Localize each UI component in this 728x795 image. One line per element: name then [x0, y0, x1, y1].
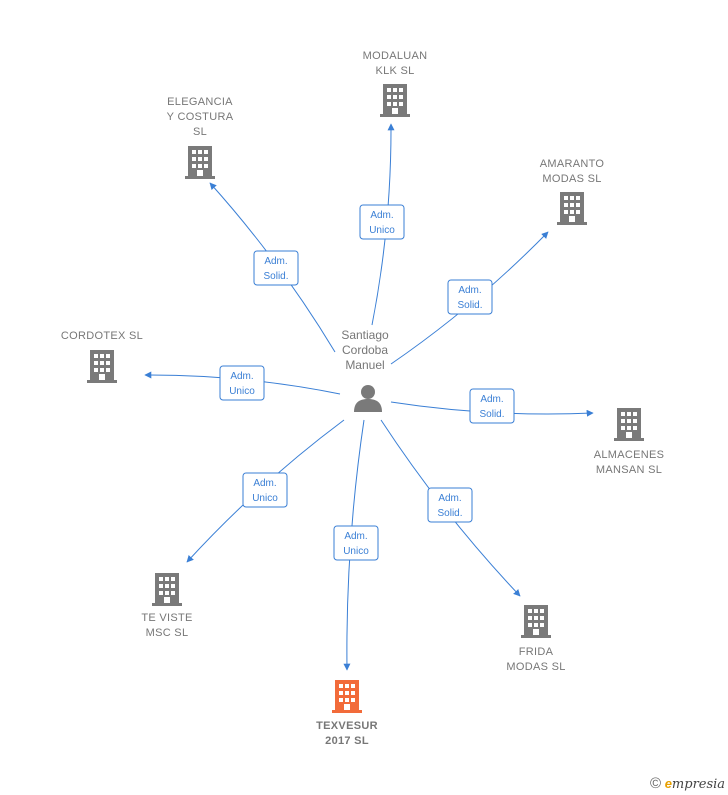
company-label: ALMACENES — [594, 449, 665, 461]
relation-badge-box — [333, 525, 379, 561]
company-node-almacenes[interactable]: ALMACENES MANSAN SL — [594, 408, 665, 476]
company-label: MODALUAN — [363, 50, 428, 62]
relation-badge-box — [242, 472, 288, 508]
company-node-texvesur[interactable]: TEXVESUR 2017 SL — [316, 680, 378, 747]
relation-badge-amaranto[interactable]: Adm. Solid. — [447, 279, 493, 315]
relation-badge-almacenes[interactable]: Adm. Solid. — [469, 388, 515, 424]
relation-badge-cordotex[interactable]: Adm. Unico — [219, 365, 265, 401]
brand-logo-text: mpresia — [671, 777, 726, 792]
relation-text: Adm. — [480, 394, 503, 405]
relation-badge-box — [447, 279, 493, 315]
company-label: MSC SL — [146, 627, 189, 639]
relation-badge-elegancia[interactable]: Adm. Solid. — [253, 250, 299, 286]
company-label: MODAS SL — [542, 173, 601, 185]
relation-badge-frida[interactable]: Adm. Solid. — [427, 487, 473, 523]
company-label: SL — [193, 126, 207, 138]
company-label: ELEGANCIA — [167, 96, 233, 108]
nodes-layer: MODALUAN KLK SL ELEGANCIA Y COSTURA SL AMARAN… — [61, 50, 664, 747]
copyright-symbol: © — [650, 775, 662, 792]
relation-text: Solid. — [457, 300, 482, 311]
company-label: TE VISTE — [141, 612, 192, 624]
company-label: TEXVESUR — [316, 720, 378, 732]
relation-badge-box — [427, 487, 473, 523]
relation-text: Adm. — [370, 210, 393, 221]
edges-layer: Adm.UnicoAdm.Solid.Adm.Solid.Adm.UnicoAd… — [144, 123, 594, 671]
person-label: Cordoba — [342, 343, 388, 357]
building-icon — [614, 408, 644, 441]
company-label: 2017 SL — [325, 735, 369, 747]
company-label: CORDOTEX SL — [61, 330, 143, 342]
relation-badge-modaluan[interactable]: Adm. Unico — [359, 204, 405, 240]
relation-text: Solid. — [263, 271, 288, 282]
relation-text: Unico — [369, 225, 395, 236]
company-node-amaranto[interactable]: AMARANTO MODAS SL — [540, 158, 605, 225]
building-icon — [152, 573, 182, 606]
company-node-teviste[interactable]: TE VISTE MSC SL — [141, 573, 192, 639]
person-label: Santiago — [341, 328, 389, 342]
relation-badge-box — [359, 204, 405, 240]
building-icon — [380, 84, 410, 117]
relation-text: Unico — [343, 546, 369, 557]
relation-text: Adm. — [264, 256, 287, 267]
relation-text: Adm. — [230, 371, 253, 382]
relation-text: Adm. — [344, 531, 367, 542]
building-icon — [332, 680, 362, 713]
building-icon — [521, 605, 551, 638]
relation-text: Adm. — [253, 478, 276, 489]
company-label: MANSAN SL — [596, 464, 662, 476]
brand-logo-e: e — [664, 776, 672, 791]
building-icon — [185, 146, 215, 179]
company-label: KLK SL — [375, 65, 414, 77]
brand-watermark: © empresia — [650, 775, 725, 792]
relation-badge-box — [253, 250, 299, 286]
company-label: FRIDA — [519, 646, 554, 658]
person-label: Manuel — [345, 358, 384, 372]
relation-text: Adm. — [438, 493, 461, 504]
relation-text: Solid. — [479, 409, 504, 420]
relation-text: Adm. — [458, 285, 481, 296]
relation-badge-texvesur[interactable]: Adm. Unico — [333, 525, 379, 561]
relation-text: Unico — [252, 493, 278, 504]
company-node-cordotex[interactable]: CORDOTEX SL — [61, 330, 143, 383]
relation-text: Unico — [229, 386, 255, 397]
company-label: Y COSTURA — [167, 111, 234, 123]
relation-text: Solid. — [437, 508, 462, 519]
company-label: AMARANTO — [540, 158, 605, 170]
company-node-elegancia[interactable]: ELEGANCIA Y COSTURA SL — [167, 96, 234, 179]
building-icon — [87, 350, 117, 383]
relation-badge-teviste[interactable]: Adm. Unico — [242, 472, 288, 508]
person-icon — [354, 385, 382, 412]
relation-badge-box — [469, 388, 515, 424]
company-node-modaluan[interactable]: MODALUAN KLK SL — [363, 50, 428, 117]
building-icon — [557, 192, 587, 225]
company-node-frida[interactable]: FRIDA MODAS SL — [506, 605, 565, 673]
company-label: MODAS SL — [506, 661, 565, 673]
relation-badge-box — [219, 365, 265, 401]
